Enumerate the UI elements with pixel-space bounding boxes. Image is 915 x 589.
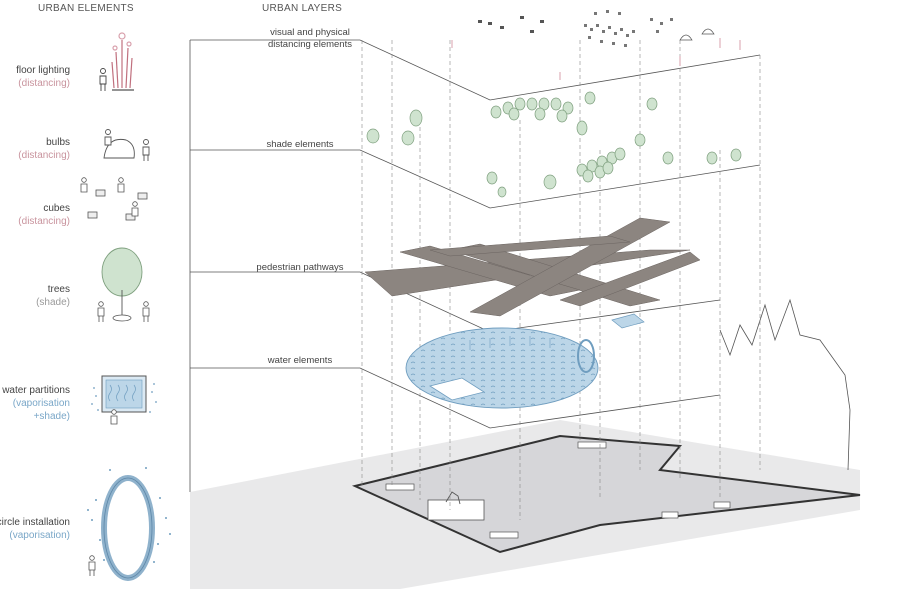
element-trees-label: trees (shade)	[36, 284, 70, 308]
water-elements-layer	[405, 313, 645, 409]
element-circle-installation-label: circle installation (vaporisation)	[0, 517, 70, 541]
tree-icon	[97, 247, 150, 322]
element-water-partitions-label: water partitions (vaporisation +shade)	[2, 385, 70, 422]
floor-lighting-icon	[111, 32, 134, 91]
distancing-elements-layer	[451, 10, 741, 80]
urban-elements-header: URBAN ELEMENTS	[38, 3, 134, 14]
water-partition-icon	[91, 375, 157, 425]
person-icon	[99, 68, 107, 91]
layer-label-distancing: visual and physical distancing elements	[268, 27, 352, 50]
element-bulbs-label: bulbs (distancing)	[18, 137, 70, 161]
urban-layers-header: URBAN LAYERS	[262, 3, 343, 14]
element-floor-lighting-label: floor lighting (distancing)	[16, 65, 70, 89]
pedestrian-pathways-layer	[364, 217, 701, 317]
element-cubes-label: cubes (distancing)	[18, 203, 70, 227]
bulbs-icon	[103, 129, 150, 161]
circle-installation-icon	[87, 467, 171, 581]
layer-frame	[189, 39, 761, 492]
cubes-icon	[80, 177, 148, 221]
shade-elements-layer	[366, 91, 742, 198]
layer-label-shade: shade elements	[266, 139, 334, 150]
layer-label-water: water elements	[267, 355, 333, 366]
ground-plane	[190, 298, 861, 589]
layer-label-pathways: pedestrian pathways	[256, 262, 344, 273]
